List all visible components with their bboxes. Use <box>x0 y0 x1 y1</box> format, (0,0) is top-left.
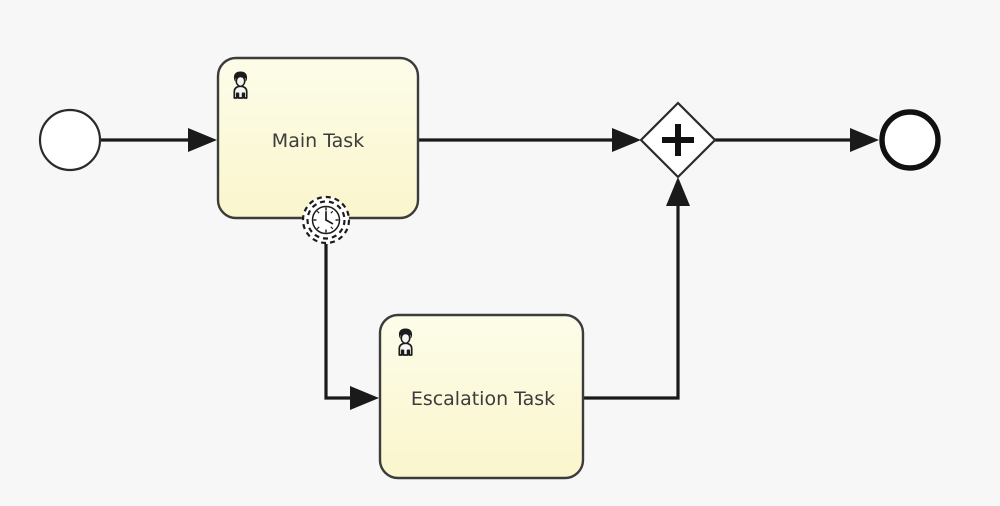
sequence-flow-main-task-to-gateway[interactable] <box>418 128 641 152</box>
end-event[interactable] <box>879 109 941 171</box>
timer-clock-icon <box>311 205 341 235</box>
boundary-timer-event[interactable] <box>301 195 351 245</box>
parallel-gateway[interactable] <box>639 101 717 179</box>
circle-thick-icon <box>879 109 941 171</box>
user-task-icon <box>233 71 248 99</box>
start-event[interactable] <box>38 108 102 172</box>
task-main-task[interactable]: Main Task <box>216 56 420 220</box>
sequence-flow-escalation-task-to-gateway[interactable] <box>583 177 690 400</box>
sequence-flow-start-to-main-task[interactable] <box>101 128 217 152</box>
task-label-main-task: Main Task <box>272 130 364 152</box>
circle-thin-icon <box>38 108 102 172</box>
task-label-escalation-task: Escalation Task <box>411 388 555 410</box>
sequence-flow-timer-to-escalation-task[interactable] <box>324 244 379 410</box>
user-task-icon <box>398 328 413 356</box>
plus-icon <box>662 124 694 156</box>
task-shape <box>378 313 585 480</box>
task-escalation-task[interactable]: Escalation Task <box>378 313 585 480</box>
sequence-flow-gateway-to-end[interactable] <box>715 128 879 152</box>
